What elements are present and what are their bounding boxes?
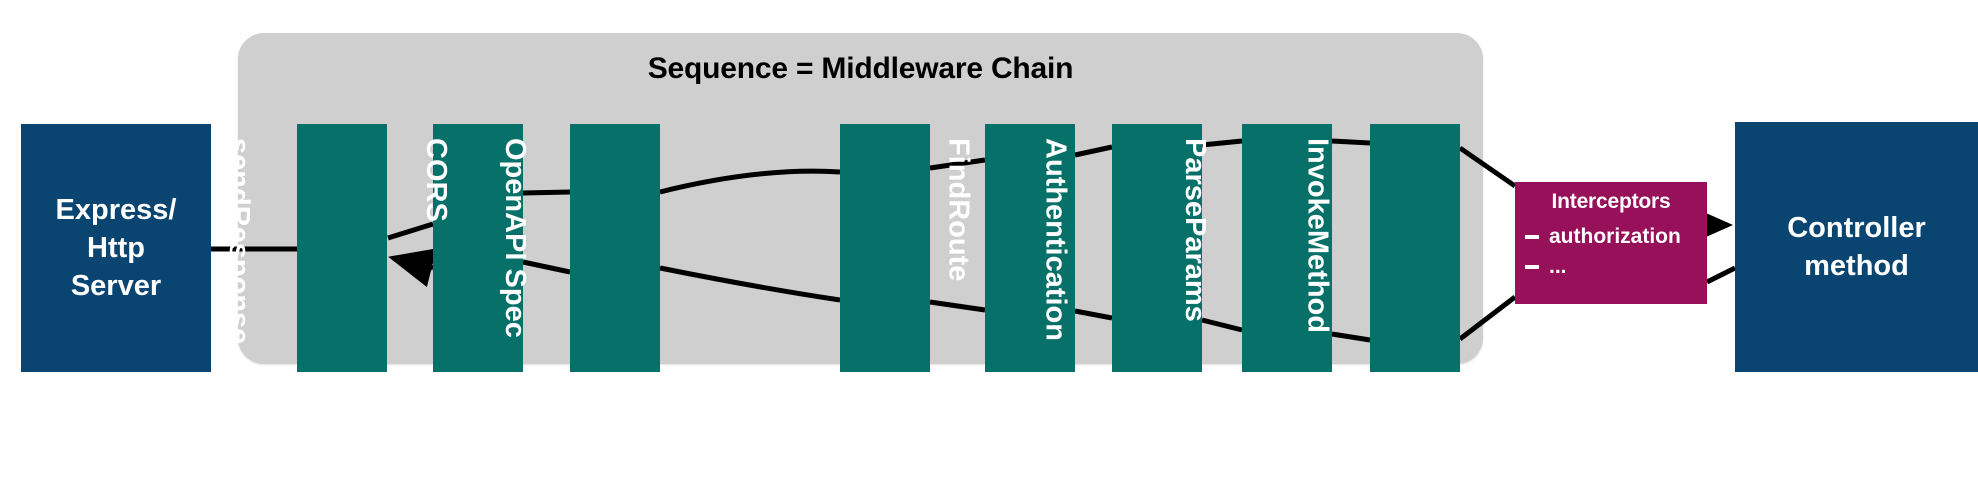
middleware-bar-label: OpenAPI Spec	[499, 138, 532, 338]
middleware-bar-label: sendResponse	[222, 138, 255, 345]
middleware-bar-send-response[interactable]: sendResponse	[223, 124, 387, 372]
chain-title: Sequence = Middleware Chain	[647, 52, 1074, 85]
middleware-bar-parse-params[interactable]: ParseParams	[1179, 124, 1332, 372]
middleware-bar-label: InvokeMethod	[1301, 138, 1334, 333]
edge-controller-to-interceptors	[1705, 265, 1737, 285]
middleware-bar-label: CORS	[420, 138, 453, 222]
middleware-bar-invoke-method[interactable]: InvokeMethod	[1302, 124, 1460, 372]
middleware-bar-find-route[interactable]: FindRoute	[942, 124, 1075, 372]
list-item: authorization	[1525, 222, 1707, 252]
middleware-bar-cors[interactable]: CORS	[420, 124, 523, 372]
dash-bullet-icon	[1525, 265, 1539, 269]
controller-method-box: Controller method	[1735, 122, 1978, 372]
middleware-bar-authentication[interactable]: Authentication	[1040, 124, 1202, 372]
middleware-bar-unlabeled[interactable]	[840, 124, 930, 372]
middleware-bar-label: ParseParams	[1179, 138, 1212, 322]
interceptors-list: authorization ...	[1525, 222, 1707, 282]
dash-bullet-icon	[1525, 235, 1539, 239]
interceptors-item-label: ...	[1549, 255, 1567, 278]
list-item: ...	[1525, 252, 1707, 282]
middleware-bar-label: Authentication	[1039, 138, 1072, 341]
interceptors-box[interactable]: Interceptors authorization ...	[1515, 182, 1707, 304]
middleware-bar-label: FindRoute	[942, 138, 975, 282]
interceptors-title: Interceptors	[1551, 190, 1671, 213]
middleware-bar-openapi-spec[interactable]: OpenAPI Spec	[499, 124, 660, 372]
interceptors-item-label: authorization	[1549, 225, 1681, 248]
express-http-server-box: Express/ Http Server	[21, 124, 211, 372]
